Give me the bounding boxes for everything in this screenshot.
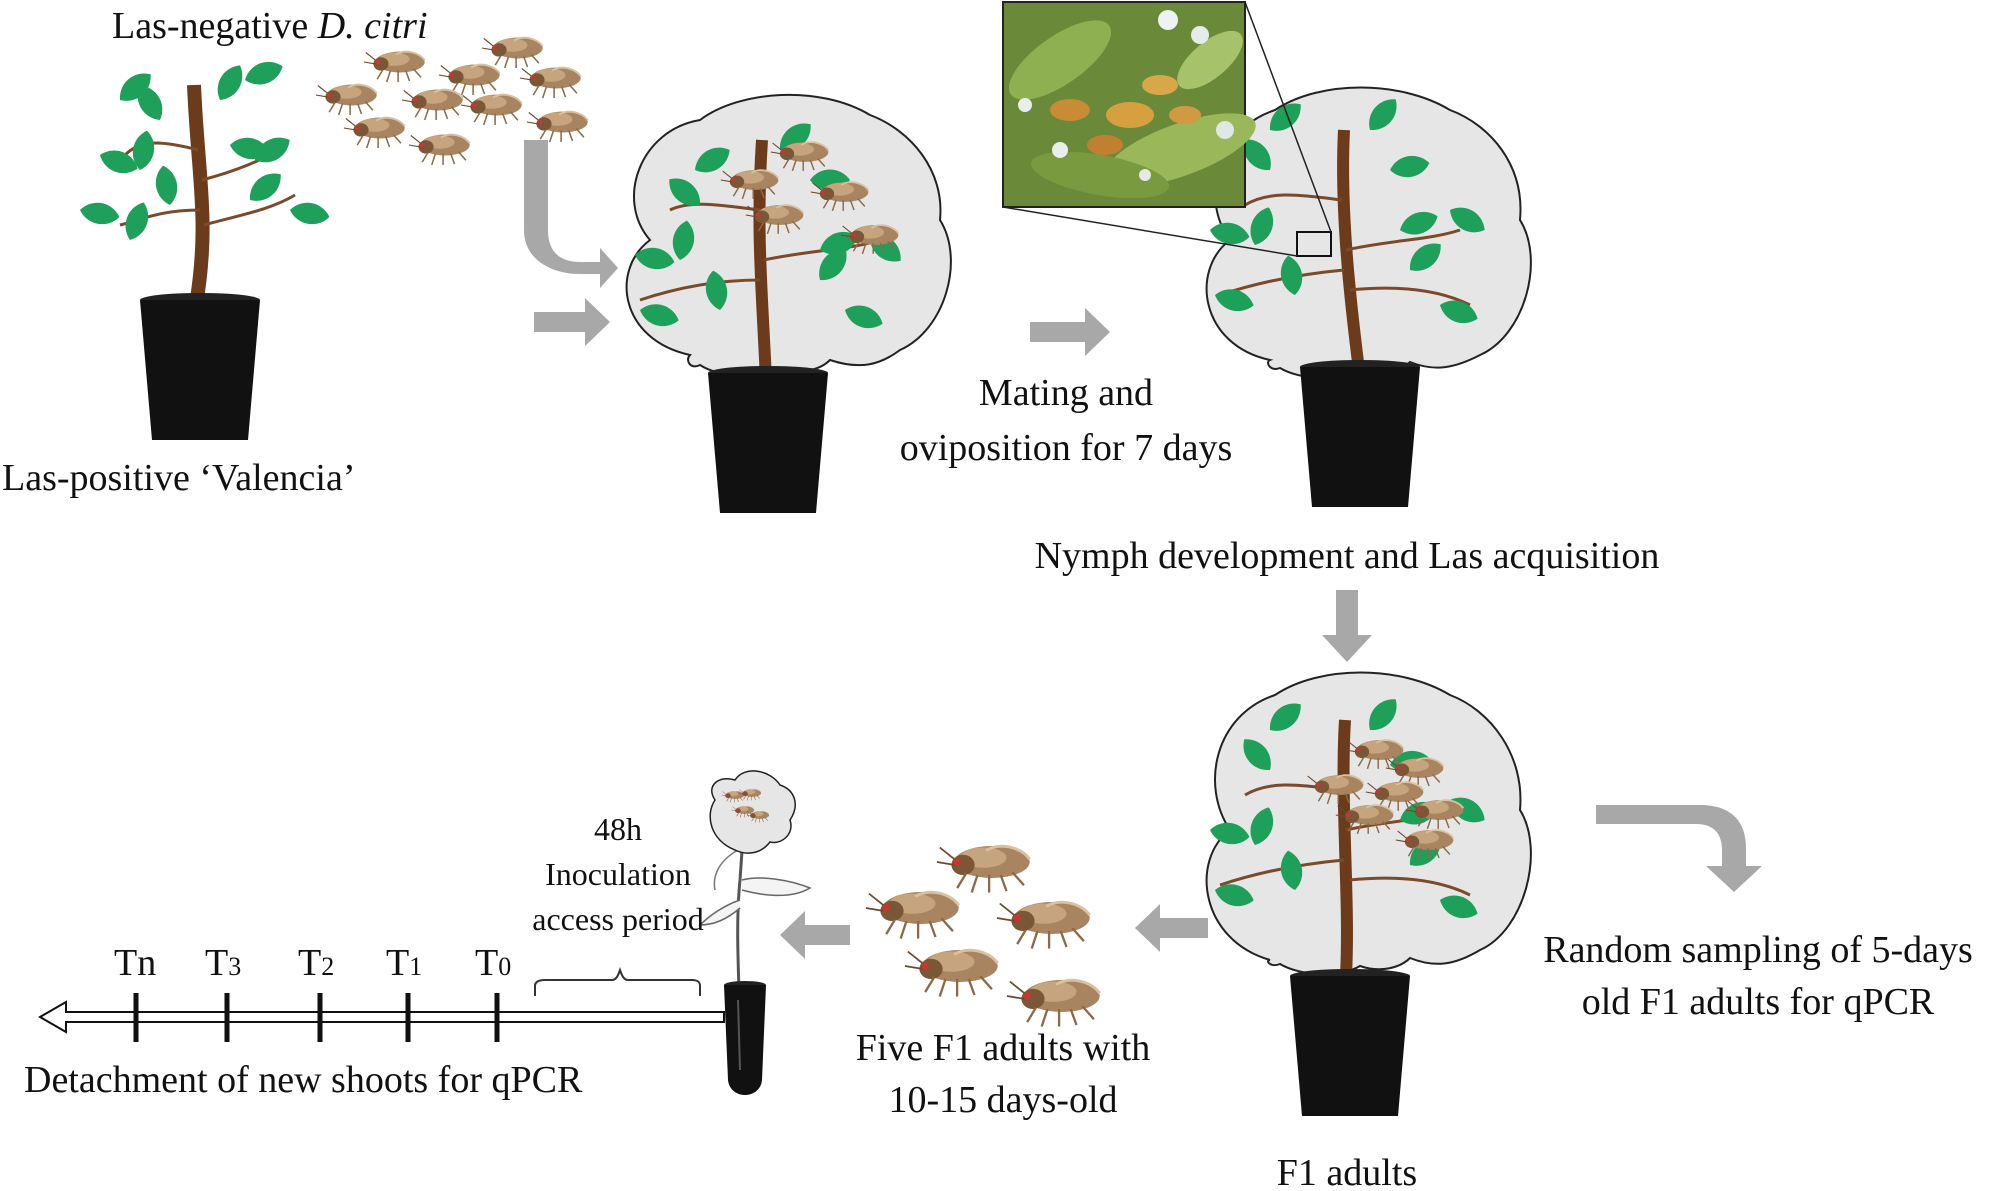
- source-plant-label: Las-positive ‘Valencia’: [2, 457, 355, 499]
- psyllid-icon: [995, 900, 1092, 950]
- caged-plant-mating: [625, 93, 952, 513]
- source-plant: [78, 56, 332, 440]
- flow-arrow-icon: [1596, 805, 1762, 892]
- flow-arrow-icon: [1322, 590, 1372, 662]
- iap-label-2: Inoculation: [545, 856, 691, 892]
- pot-icon: [140, 293, 260, 440]
- pot-icon: [1290, 969, 1410, 1116]
- detachment-label: Detachment of new shoots for qPCR: [24, 1059, 583, 1101]
- mating-label: Mating and: [979, 372, 1153, 414]
- pot-icon: [1300, 360, 1420, 507]
- flow-arrow-icon: [1030, 308, 1110, 356]
- tick-label-t0: T0: [475, 942, 511, 984]
- caged-plant-nymphs: [1205, 86, 1532, 507]
- sampling-label-2: old F1 adults for qPCR: [1582, 981, 1935, 1023]
- flow-arrow-icon: [780, 911, 850, 959]
- five-f1-label-2: 10-15 days-old: [888, 1079, 1117, 1121]
- tick-label-t1: T1: [386, 942, 422, 984]
- pot-icon: [708, 366, 828, 513]
- magnified-photo-icon: [1002, 1, 1256, 208]
- f1-adults-label: F1 adults: [1277, 1152, 1417, 1191]
- tube-icon: [724, 981, 766, 1095]
- plant-icon: [78, 56, 332, 307]
- timeline-arrow-icon: [37, 1000, 725, 1034]
- psyllid-icon: [864, 890, 961, 940]
- tick-label-t2: T2: [298, 942, 334, 984]
- psyllid-icon: [903, 948, 1000, 998]
- flow-arrow-icon: [534, 298, 610, 346]
- mating-label-2: oviposition for 7 days: [900, 427, 1232, 469]
- iap-label-3: access period: [532, 901, 703, 937]
- caged-plant-f1: [1205, 671, 1532, 1116]
- psyllid-icon: [935, 844, 1032, 894]
- flow-arrow-icon: [524, 140, 618, 288]
- iap-label: 48h: [594, 811, 642, 847]
- nymph-label: Nymph development and Las acquisition: [1035, 535, 1660, 577]
- tick-label-t3: T3: [205, 942, 241, 984]
- iap-brace: [534, 966, 701, 996]
- five-f1-label: Five F1 adults with: [856, 1027, 1151, 1069]
- top-insects-label: Las-negative D. citri: [112, 5, 428, 47]
- flow-arrow-icon: [1135, 904, 1208, 952]
- sampling-label: Random sampling of 5-days: [1543, 929, 1973, 971]
- tube-with-shoot: [698, 770, 812, 1095]
- timeline: Tn T3 T2 T1 T0: [37, 942, 725, 1042]
- five-f1-adults: [864, 844, 1102, 1028]
- magnify-target-box: [1296, 231, 1332, 257]
- tick-label-tn: Tn: [114, 942, 156, 984]
- psyllid-icon: [1005, 978, 1102, 1028]
